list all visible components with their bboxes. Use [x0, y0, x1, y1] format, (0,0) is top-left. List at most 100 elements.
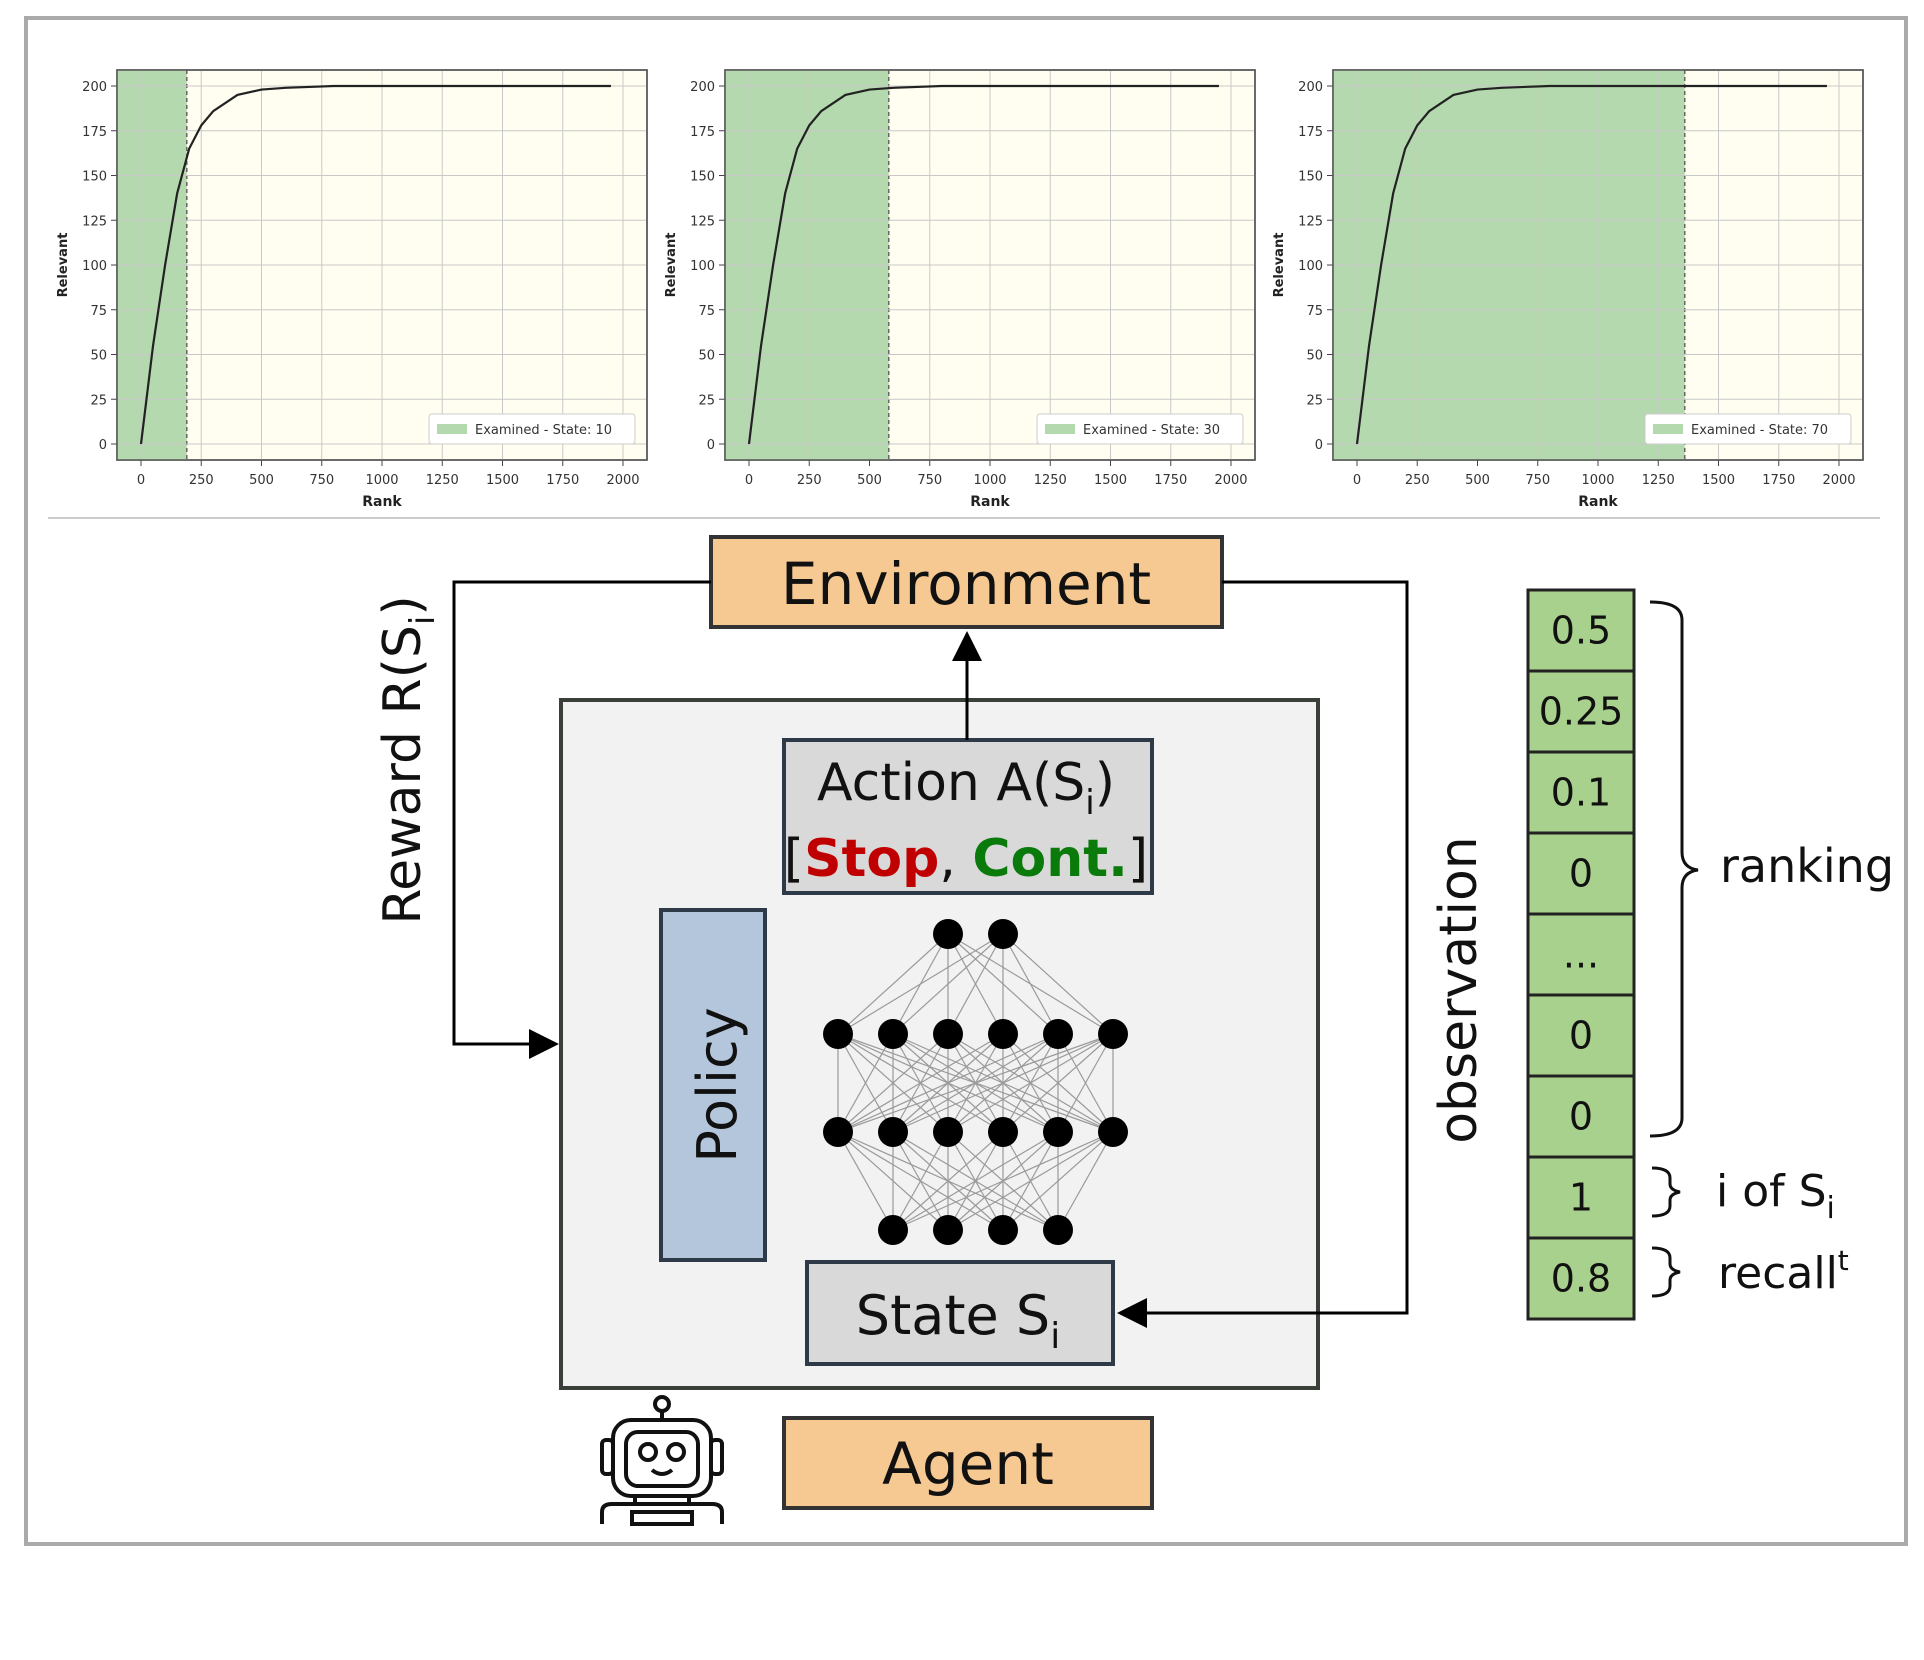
- y-tick-label: 75: [90, 304, 107, 319]
- y-tick-label: 100: [690, 259, 715, 274]
- y-tick-label: 175: [82, 125, 107, 140]
- chart-frame: [724, 69, 1256, 461]
- vector-cell: [1526, 912, 1636, 997]
- vector-cell-value: 0: [1569, 1014, 1593, 1058]
- recall-label: recallt: [1718, 1244, 1849, 1299]
- x-tick-label: 250: [797, 473, 822, 488]
- nn-connection: [892, 1033, 1114, 1133]
- x-tick-label: 1250: [426, 473, 459, 488]
- y-tick-label: 50: [1306, 349, 1323, 364]
- y-tick-label: 100: [82, 259, 107, 274]
- chart-frame: [1332, 69, 1864, 461]
- y-tick-label: 50: [698, 349, 715, 364]
- policy-box: [659, 908, 767, 1262]
- nn-connection: [837, 1131, 949, 1231]
- nn-connection: [837, 1033, 1004, 1133]
- nn-neuron: [1098, 1117, 1128, 1147]
- vector-cell: [1526, 1155, 1636, 1240]
- x-tick-label: 750: [917, 473, 942, 488]
- x-tick-label: 0: [1353, 473, 1361, 488]
- x-axis-label: Rank: [362, 494, 402, 510]
- observation-label: observation: [1429, 836, 1489, 1144]
- recall-brace: [1651, 1246, 1681, 1298]
- x-tick-label: 1250: [1642, 473, 1675, 488]
- nn-connection: [1002, 1131, 1059, 1231]
- nn-neuron: [988, 1019, 1018, 1049]
- x-tick-label: 250: [189, 473, 214, 488]
- nn-connection: [947, 1131, 1059, 1231]
- legend-text: Examined - State: 30: [1083, 423, 1220, 438]
- ranking-brace: [1649, 600, 1699, 1138]
- nn-connection: [947, 933, 1059, 1035]
- x-tick-label: 2000: [606, 473, 639, 488]
- nn-neuron: [1043, 1019, 1073, 1049]
- nn-neuron: [823, 1019, 853, 1049]
- legend-text: Examined - State: 10: [475, 423, 612, 438]
- state-label: State Si: [856, 1284, 1060, 1357]
- nn-connection: [837, 1131, 1004, 1231]
- vector-cell: [1526, 831, 1636, 916]
- y-tick-label: 75: [1306, 304, 1323, 319]
- nn-connection: [1057, 1131, 1114, 1231]
- state-box: [805, 1260, 1115, 1366]
- x-tick-label: 1500: [1702, 473, 1735, 488]
- y-tick-label: 125: [690, 214, 715, 229]
- stop-option: Stop: [804, 829, 939, 889]
- nn-neuron: [878, 1117, 908, 1147]
- nn-connection: [947, 933, 1114, 1035]
- x-axis-label: Rank: [1578, 494, 1618, 510]
- robot-icon: [600, 1395, 724, 1526]
- x-tick-label: 1500: [486, 473, 519, 488]
- y-tick-label: 175: [690, 125, 715, 140]
- x-tick-label: 0: [745, 473, 753, 488]
- y-tick-label: 25: [698, 393, 715, 408]
- nn-neuron: [1098, 1019, 1128, 1049]
- x-tick-label: 2000: [1214, 473, 1247, 488]
- action-box: [782, 738, 1154, 895]
- reward-label: Reward R(Si): [373, 595, 443, 924]
- reward-arrow: [452, 580, 711, 1059]
- nn-connection: [947, 933, 1004, 1035]
- vector-cell-value: 0: [1569, 1095, 1593, 1139]
- y-tick-label: 100: [1298, 259, 1323, 274]
- x-tick-label: 500: [1465, 473, 1490, 488]
- x-tick-label: 1000: [1581, 473, 1614, 488]
- y-tick-label: 25: [90, 393, 107, 408]
- nn-connection: [837, 1033, 949, 1133]
- nn-connection: [892, 933, 949, 1035]
- rl-diagram: Environment Action A(Si) [Stop, Cont.] P…: [373, 535, 1894, 1526]
- nn-neuron: [878, 1019, 908, 1049]
- x-axis-label: Rank: [970, 494, 1010, 510]
- relevant-curve: [139, 84, 611, 445]
- x-tick-label: 750: [1525, 473, 1550, 488]
- neural-network-icon: [823, 919, 1128, 1245]
- chart-frame: [116, 69, 648, 461]
- y-tick-label: 150: [1298, 170, 1323, 185]
- nn-neuron: [933, 1215, 963, 1245]
- y-tick-label: 0: [1315, 438, 1323, 453]
- nn-neuron: [878, 1215, 908, 1245]
- vector-cell-value: 0.8: [1551, 1257, 1611, 1301]
- x-tick-label: 2000: [1822, 473, 1855, 488]
- y-tick-label: 25: [1306, 393, 1323, 408]
- relevant-curve: [747, 84, 1219, 445]
- x-tick-label: 750: [309, 473, 334, 488]
- nn-connection: [837, 1033, 894, 1133]
- nn-connection: [1002, 1033, 1114, 1133]
- y-tick-label: 175: [1298, 125, 1323, 140]
- y-tick-label: 200: [82, 80, 107, 95]
- legend-box: [1036, 413, 1244, 445]
- vector-cell-value: 0.25: [1539, 690, 1624, 734]
- i-of-s-brace: [1651, 1166, 1681, 1218]
- y-tick-label: 0: [99, 438, 107, 453]
- observation-arrow: [1117, 580, 1409, 1328]
- nn-connection: [1057, 1033, 1114, 1133]
- nn-neuron: [988, 1117, 1018, 1147]
- vector-cell: [1526, 1236, 1636, 1321]
- x-tick-label: 1750: [1154, 473, 1187, 488]
- vector-cell-value: 1: [1569, 1176, 1593, 1220]
